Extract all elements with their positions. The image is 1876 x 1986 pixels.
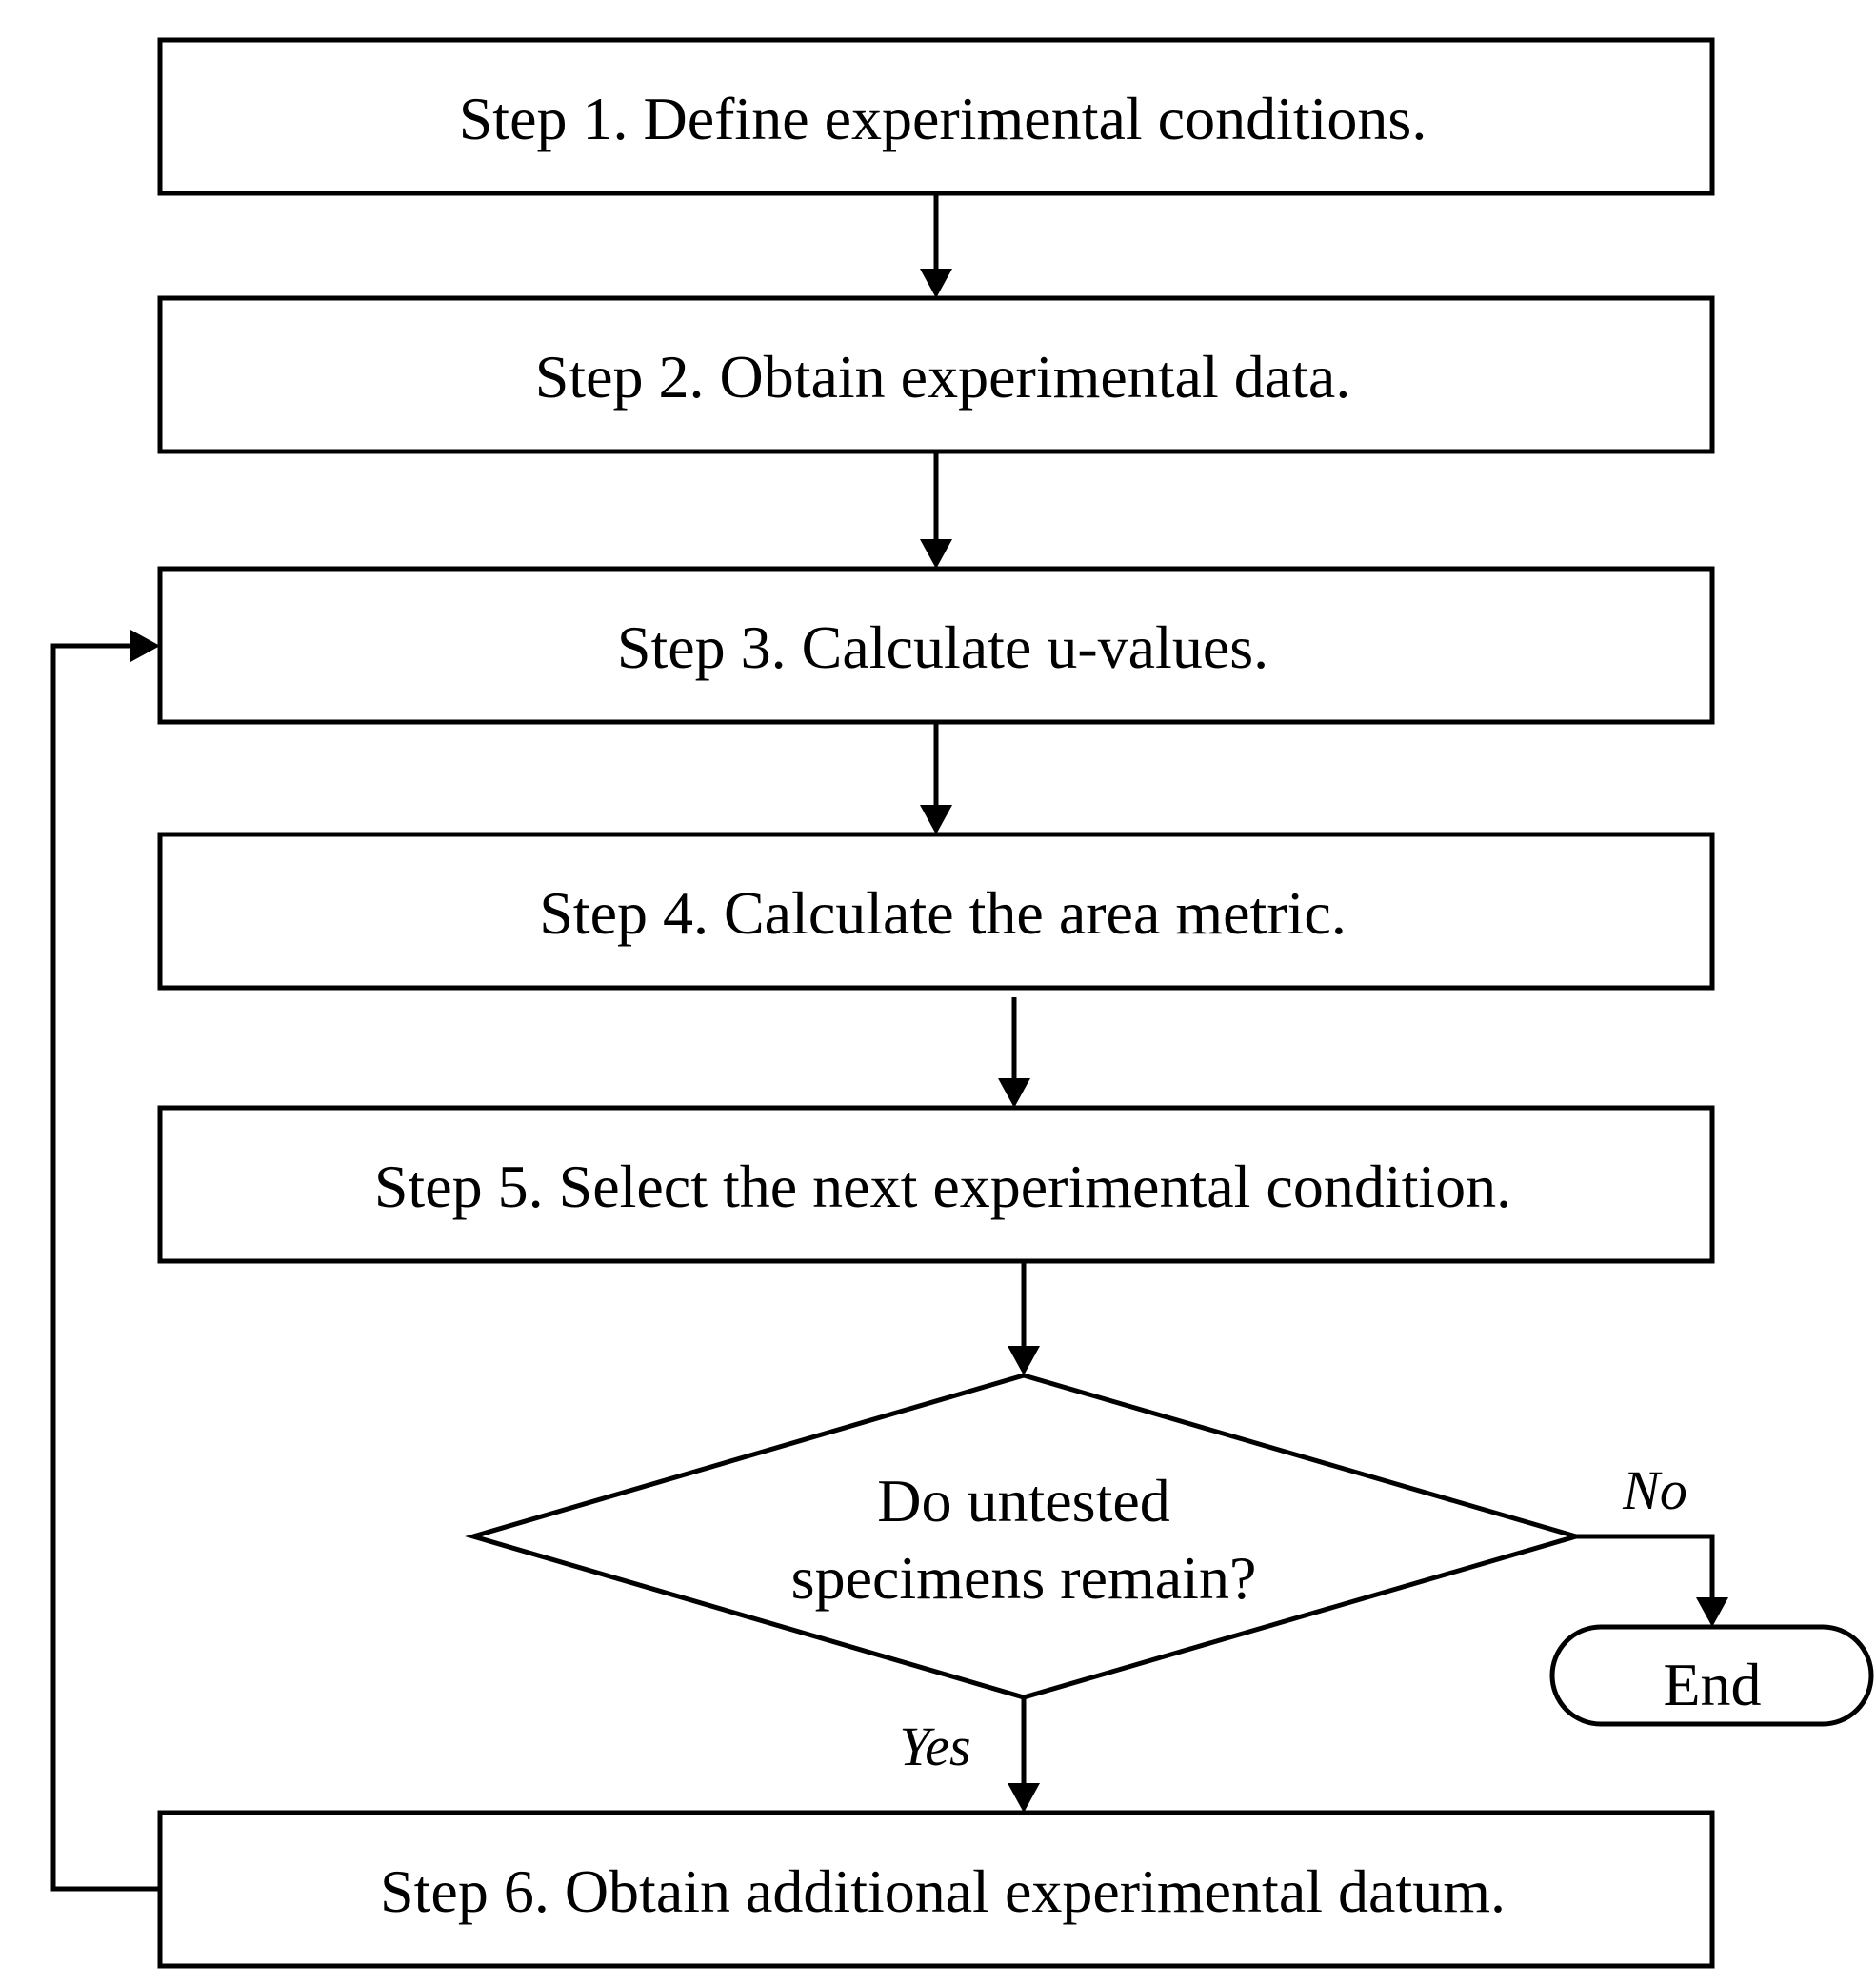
step-3-label: Step 3. Calculate u-values. [617,613,1268,681]
arrowhead [920,805,952,834]
connector-step5-to-decision [1008,1261,1040,1375]
step-6-node: Step 6. Obtain additional experimental d… [157,1810,1715,1969]
step-4-node: Step 4. Calculate the area metric. [157,832,1715,991]
end-node: End [1549,1624,1874,1727]
arrowhead [1008,1783,1040,1813]
arrowhead [998,1078,1030,1108]
connector-step2-to-step3 [920,451,952,569]
decision-node: Do untested specimens remain? [465,1373,1585,1700]
branch-label-yes: Yes [899,1715,970,1777]
step-2-node: Step 2. Obtain experimental data. [157,295,1715,454]
step-2-label: Step 2. Obtain experimental data. [535,343,1351,411]
connector-decision-yes-to-step6 [1008,1697,1040,1813]
connector-decision-no-to-end [1576,1534,1728,1627]
arrowhead [1696,1597,1728,1627]
step-6-label: Step 6. Obtain additional experimental d… [380,1857,1506,1925]
step-5-label: Step 5. Select the next experimental con… [374,1153,1511,1220]
step-5-node: Step 5. Select the next experimental con… [157,1105,1715,1264]
arrowhead [920,539,952,569]
decision-label-line-1: Do untested [877,1467,1170,1535]
arrowhead [1008,1346,1040,1375]
step-1-box [157,37,1715,196]
connector-step4-to-step5 [998,997,1030,1108]
branch-label-no: No [1622,1459,1687,1521]
decision-diamond [465,1373,1585,1700]
connector-step6-loop-to-step3 [50,630,160,1892]
end-terminal [1549,1624,1874,1727]
step-1-label: Step 1. Define experimental conditions. [459,85,1427,152]
step-2-box [157,295,1715,454]
step-1-node: Step 1. Define experimental conditions. [157,37,1715,196]
step-3-node: Step 3. Calculate u-values. [157,566,1715,725]
end-label: End [1663,1651,1761,1718]
decision-label-line-2: specimens remain? [791,1544,1257,1612]
connector-step3-to-step4 [920,722,952,834]
arrowhead [920,269,952,298]
step-5-box [157,1105,1715,1264]
step-4-label: Step 4. Calculate the area metric. [539,879,1347,947]
step-4-box [157,832,1715,991]
arrowhead [130,630,160,662]
connector-step1-to-step2 [920,193,952,298]
